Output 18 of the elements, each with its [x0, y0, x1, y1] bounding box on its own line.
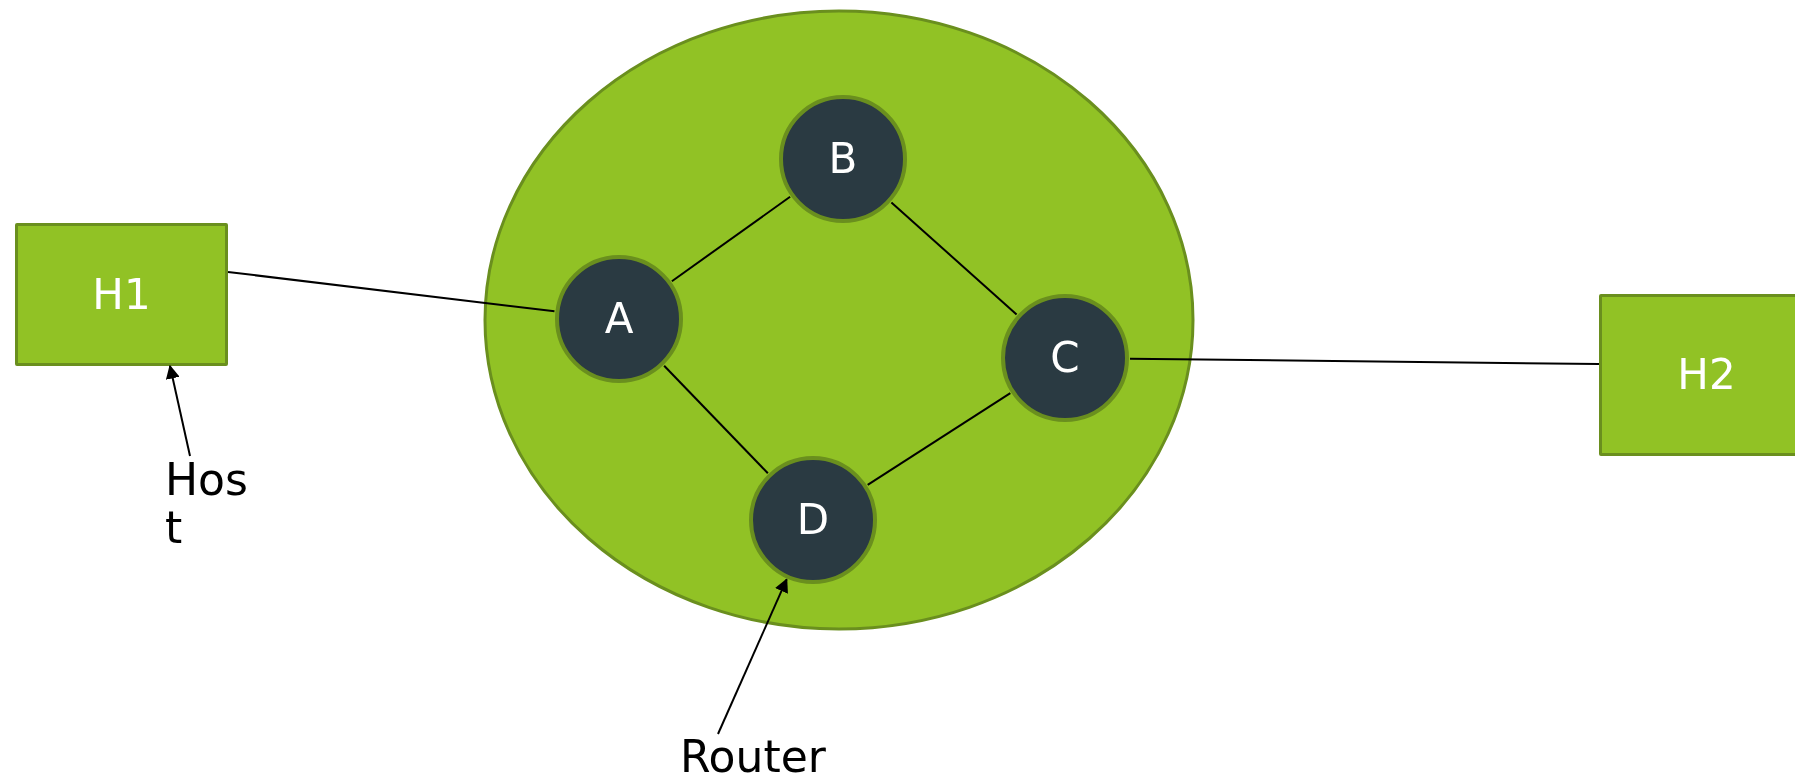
leader-line — [165, 364, 191, 457]
link-line — [663, 364, 769, 475]
link-line — [227, 271, 556, 313]
link-line — [890, 201, 1018, 316]
node-label: H2 — [1677, 354, 1736, 396]
callout-label: Router — [680, 733, 826, 779]
leader-line — [717, 578, 788, 735]
host-box — [15, 223, 228, 366]
node-label: H1 — [92, 273, 151, 316]
link-line — [866, 392, 1012, 486]
link-line — [1129, 357, 1600, 365]
node-label: C — [1050, 337, 1080, 379]
node-label: B — [828, 138, 858, 180]
node-label: A — [604, 298, 634, 340]
link-line — [670, 195, 792, 283]
callout-label: Host — [165, 456, 249, 552]
node-label: D — [796, 499, 830, 541]
host-box — [1599, 294, 1795, 456]
